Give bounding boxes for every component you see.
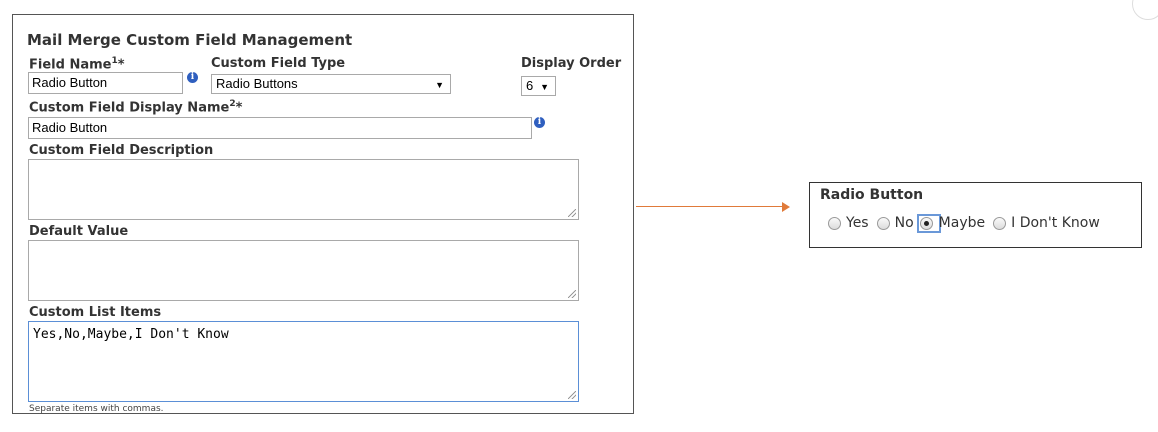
field-type-select[interactable]: Radio Buttons ▼ [211, 74, 451, 94]
list-items-label: Custom List Items [29, 305, 162, 320]
radio-option-yes[interactable] [828, 216, 846, 230]
radio-label-yes[interactable]: Yes [846, 215, 869, 231]
display-name-info-icon[interactable]: i [534, 117, 545, 128]
radio-option-maybe[interactable] [916, 213, 941, 233]
field-name-info-icon[interactable]: i [187, 72, 198, 83]
radio-option-no[interactable] [876, 216, 895, 230]
radio-circle-icon[interactable] [828, 216, 841, 230]
display-name-label-text: Custom Field Display Name [29, 100, 230, 116]
connector-arrow-line [636, 206, 783, 207]
list-items-hint: Separate items with commas. [29, 404, 164, 414]
field-name-required-mark: * [117, 57, 125, 73]
list-items-textarea[interactable]: Yes,No,Maybe,I Don't Know [28, 321, 579, 402]
list-items-textarea-value: Yes,No,Maybe,I Don't Know [33, 327, 229, 342]
custom-field-management-panel: Mail Merge Custom Field Management Field… [12, 14, 634, 414]
field-name-label: Field Name1* [29, 56, 125, 72]
display-name-label: Custom Field Display Name2* [29, 99, 242, 115]
corner-circle-decoration [1132, 0, 1158, 20]
radio-preview-box: Radio Button Yes No Maybe I Don't Know [809, 182, 1142, 248]
default-value-label: Default Value [29, 224, 129, 239]
field-name-input[interactable]: Radio Button [28, 72, 183, 94]
field-name-footnote: 1 [111, 56, 118, 66]
resize-grip-icon[interactable] [568, 209, 576, 217]
panel-title: Mail Merge Custom Field Management [27, 31, 353, 49]
radio-label-no[interactable]: No [894, 215, 914, 231]
field-type-select-value: Radio Buttons [216, 76, 298, 91]
radio-circle-icon[interactable] [876, 216, 890, 230]
field-type-label: Custom Field Type [211, 56, 346, 71]
resize-grip-icon[interactable] [568, 391, 576, 399]
chevron-down-icon: ▼ [540, 82, 549, 92]
display-order-select-value: 6 [526, 78, 534, 93]
radio-label-maybe[interactable]: Maybe [938, 215, 986, 231]
display-name-required-mark: * [235, 100, 243, 116]
field-name-label-text: Field Name [29, 57, 112, 73]
arrow-right-icon [782, 202, 790, 212]
preview-title: Radio Button [820, 187, 924, 203]
radio-option-dont-know[interactable] [993, 216, 1011, 230]
display-name-footnote: 2 [229, 99, 236, 109]
display-order-label: Display Order [521, 56, 622, 71]
resize-grip-icon[interactable] [568, 290, 576, 298]
display-name-input[interactable]: Radio Button [28, 117, 532, 139]
radio-label-dont-know[interactable]: I Don't Know [1011, 215, 1100, 231]
description-label: Custom Field Description [29, 143, 214, 158]
description-textarea[interactable] [28, 159, 579, 220]
radio-group: Yes No Maybe I Don't Know [828, 213, 1108, 233]
default-value-textarea[interactable] [28, 240, 579, 301]
chevron-down-icon: ▼ [435, 80, 444, 90]
display-order-select[interactable]: 6 ▼ [521, 76, 556, 96]
radio-circle-icon[interactable] [993, 216, 1007, 230]
radio-selected-icon[interactable] [919, 216, 933, 230]
